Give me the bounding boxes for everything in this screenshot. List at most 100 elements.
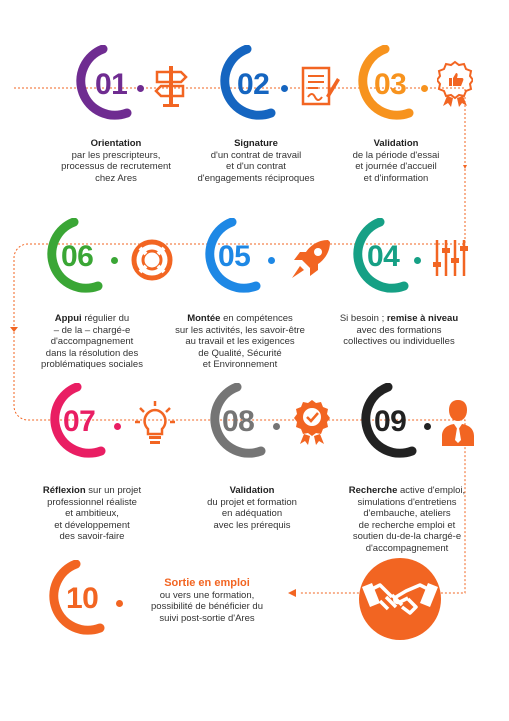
step-08-line: avec les prérequis	[213, 519, 291, 531]
step-02-arc	[220, 45, 276, 120]
step-09-line: d'embauche, ateliers	[363, 508, 451, 519]
step-09-dot	[424, 423, 431, 430]
step-06-title-line: Appui régulier du	[55, 313, 129, 324]
step-01-number: 01	[95, 68, 128, 101]
left-arrow-bottom	[288, 589, 296, 597]
step-09-line: soutien du-de-la chargé-e	[352, 531, 462, 542]
step-01-arc	[76, 45, 132, 120]
step-06-number: 06	[61, 240, 94, 273]
step-09-line: simulations d'entretiens	[357, 496, 457, 508]
rocket-icon	[292, 240, 330, 278]
signpost-icon	[154, 66, 188, 107]
step-06-caption: Appui régulier du – de la – chargé-e d'a…	[30, 313, 154, 371]
step-07-number: 07	[63, 405, 96, 438]
step-03-number: 03	[374, 68, 407, 101]
step-02-caption: Signature d'un contrat de travail et d'u…	[186, 138, 326, 184]
step-07-title-rest: sur un projet	[85, 485, 142, 496]
step-03-line: et journée d'accueil	[355, 161, 437, 172]
step-03-dot	[421, 85, 428, 92]
step-07-dot	[114, 423, 121, 430]
step-10-caption: Sortie en emploi ou vers une formation, …	[132, 577, 282, 624]
step-06-arc	[47, 218, 103, 293]
step-05-title-rest: en compétences	[220, 313, 293, 324]
step-05-title-line: Montée en compétences	[187, 313, 293, 324]
step-04-dot	[414, 257, 421, 264]
businessman-icon	[442, 400, 474, 446]
step-04-title-line: Si besoin ; remise à niveau	[340, 313, 458, 324]
step-06-title: Appui	[54, 313, 82, 324]
step-02-number: 02	[237, 68, 270, 101]
step-05-caption: Montée en compétences sur les activités,…	[160, 313, 320, 371]
step-08-arc	[210, 383, 266, 458]
step-07-line: et ambitieux,	[65, 508, 119, 519]
step-04-line: avec des formations	[356, 324, 442, 336]
step-06-line: – de la – chargé-e	[53, 324, 131, 336]
step-07-caption: Réflexion sur un projet professionnel ré…	[30, 485, 154, 543]
step-09-caption: Recherche active d'emploi, simulations d…	[322, 485, 492, 554]
step-07-title-line: Réflexion sur un projet	[43, 485, 141, 496]
step-02-dot	[281, 85, 288, 92]
step-08-line: du projet et formation	[207, 496, 297, 508]
step-01-line: chez Ares	[95, 172, 137, 184]
step-05-line: sur les activités, les savoir-être	[175, 324, 305, 336]
step-05-line: au travail et les exigences	[185, 336, 295, 347]
step-04-number: 04	[367, 240, 400, 273]
step-04-caption: Si besoin ; remise à niveau avec des for…	[324, 313, 474, 348]
step-05-line: et Environnement	[202, 359, 278, 370]
step-10-line: suivi post-sortie d'Ares	[159, 612, 255, 624]
step-07-line: professionnel réaliste	[47, 496, 137, 508]
quality-badge-icon	[294, 400, 330, 445]
step-06-dot	[111, 257, 118, 264]
step-05-line: de Qualité, Sécurité	[198, 347, 282, 359]
step-07-arc	[50, 383, 106, 458]
step-07-title: Réflexion	[42, 485, 86, 496]
step-05-title: Montée	[187, 313, 221, 324]
lifebuoy-icon	[131, 239, 173, 281]
step-07-line: des savoir-faire	[59, 531, 125, 542]
step-08-line: en adéquation	[221, 508, 283, 519]
step-08-dot	[273, 423, 280, 430]
step-02-line: d'engagements réciproques	[197, 172, 315, 184]
step-09-arc	[361, 383, 417, 458]
step-02-line: et d'un contrat	[226, 161, 286, 172]
step-05-arc	[205, 218, 261, 293]
step-05-dot	[268, 257, 275, 264]
sliders-icon	[433, 240, 468, 276]
contract-signature-icon	[301, 66, 340, 106]
step-06-line: dans la résolution des	[45, 347, 139, 359]
step-04-title: remise à niveau	[386, 313, 459, 324]
down-arrow-left	[10, 327, 18, 332]
step-01-title: Orientation	[90, 138, 142, 149]
lightbulb-icon	[135, 401, 175, 444]
step-10-dot	[116, 600, 123, 607]
step-08-caption: Validation du projet et formation en adé…	[188, 485, 316, 531]
step-04-title-prefix: Si besoin ;	[339, 313, 387, 324]
step-04-line: collectives ou individuelles	[343, 336, 455, 347]
step-09-title-line: Recherche active d'emploi,	[349, 485, 465, 496]
step-10-title: Sortie en emploi	[164, 577, 250, 589]
step-01-line: processus de recrutement	[61, 161, 171, 172]
step-09-number: 09	[374, 405, 407, 438]
step-03-arc	[358, 45, 414, 120]
step-08-title: Validation	[229, 485, 275, 496]
step-10-line: possibilité de bénéficier du	[151, 601, 263, 612]
step-03-caption: Validation de la période d'essai et jour…	[340, 138, 452, 184]
step-02-line: d'un contrat de travail	[210, 149, 302, 161]
step-03-line: de la période d'essai	[352, 149, 440, 161]
step-06-line: d'accompagnement	[50, 336, 134, 347]
step-03-line: et d'information	[363, 172, 429, 184]
step-10-line: ou vers une formation,	[159, 589, 255, 601]
step-01-caption: Orientation par les prescripteurs, proce…	[50, 138, 182, 184]
step-02-title: Signature	[234, 138, 278, 149]
award-thumbs-up-icon	[437, 60, 473, 107]
step-09-line: de recherche emploi et	[358, 519, 456, 531]
step-01-line: par les prescripteurs,	[71, 149, 161, 161]
step-01-dot	[137, 85, 144, 92]
step-09-title: Recherche	[348, 485, 398, 496]
step-07-line: et développement	[54, 519, 130, 531]
step-09-line: d'accompagnement	[365, 542, 449, 554]
step-08-number: 08	[222, 405, 255, 438]
step-06-line: problématiques sociales	[41, 359, 143, 370]
